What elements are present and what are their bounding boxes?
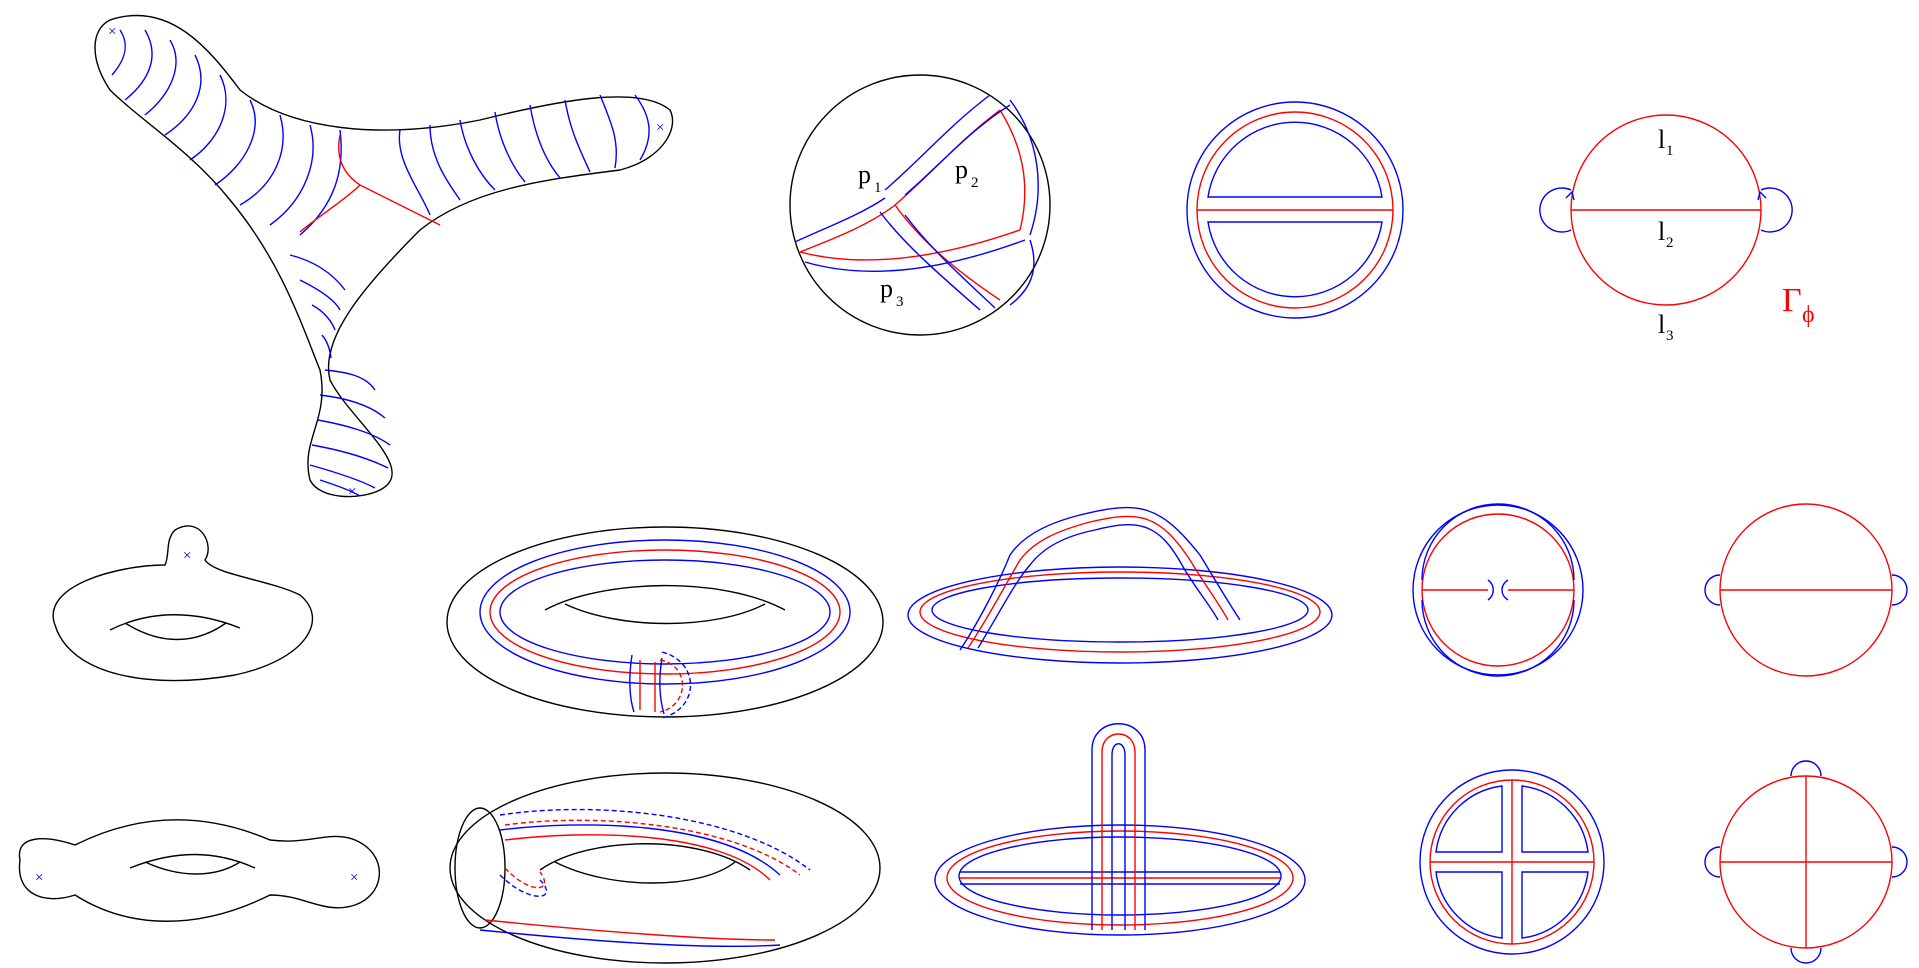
- label-l1: l: [1658, 125, 1665, 154]
- torus-two-punctures-panel: × ×: [19, 820, 379, 921]
- label-l2-sub: 2: [1666, 235, 1674, 251]
- cross-marker-right-end: ×: [350, 870, 358, 886]
- cross-marker-left: ×: [35, 870, 43, 886]
- split-theta-graph-panel: [1705, 504, 1907, 676]
- cross-marker-bottom: ×: [348, 484, 356, 500]
- cross-ribbon-panel: [1420, 770, 1604, 954]
- tripod-cross-markers: × × ×: [108, 24, 664, 500]
- tripod-surface-outline: [95, 15, 673, 496]
- disk-boundary: [790, 75, 1050, 335]
- foliation-curves: [112, 30, 649, 496]
- saddle-ribbon-panel: [908, 508, 1332, 663]
- label-l1-sub: 1: [1666, 143, 1674, 159]
- tripod-surface-panel: × × ×: [95, 15, 673, 500]
- cross-graph-panel: [1705, 761, 1907, 963]
- handle-ribbon-panel: [935, 724, 1305, 935]
- label-gamma-sub: ϕ: [1802, 302, 1815, 328]
- torus-ribbon-panel: [447, 527, 883, 718]
- torus-one-puncture-panel: ×: [53, 526, 312, 681]
- label-gamma: Γ: [1782, 282, 1802, 319]
- cross-marker-handle: ×: [183, 548, 191, 564]
- label-p1: p: [858, 160, 871, 189]
- label-p3-sub: 3: [896, 294, 904, 310]
- label-p3: p: [880, 274, 893, 303]
- label-l3: l: [1658, 310, 1665, 339]
- label-p1-sub: 1: [874, 180, 882, 196]
- red-tripod-graph: [300, 135, 440, 232]
- split-theta-ribbon-panel: [1413, 504, 1583, 676]
- label-l3-sub: 3: [1666, 328, 1674, 344]
- cross-marker-top-left: ×: [108, 24, 116, 40]
- disk-tripod-panel: p 1 p 2 p 3: [790, 75, 1050, 335]
- theta-graph-panel: l 1 l 2 l 3 Γ ϕ: [1540, 115, 1815, 344]
- torus-double-ribbon-panel: [450, 773, 880, 963]
- cross-marker-right: ×: [656, 120, 664, 136]
- label-l2: l: [1658, 217, 1665, 246]
- label-p2: p: [955, 155, 968, 184]
- label-p2-sub: 2: [971, 175, 979, 191]
- theta-ribbon-panel: [1187, 102, 1403, 318]
